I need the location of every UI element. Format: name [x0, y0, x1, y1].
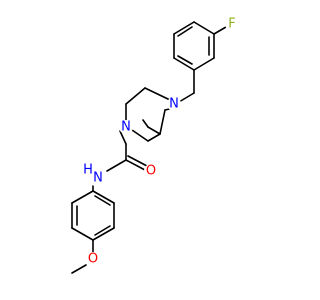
molecule-diagram: F N N H N O O [71, 16, 239, 274]
bond [142, 119, 149, 128]
nitrogen-label: N [121, 120, 131, 135]
bond [193, 57, 215, 71]
bond [92, 190, 115, 204]
bond [71, 227, 94, 241]
bond [106, 159, 127, 172]
nitrogen-label: N [169, 97, 179, 112]
bond [213, 26, 227, 35]
piperazine-n-top: N [167, 97, 181, 112]
bond [178, 92, 195, 103]
bond [193, 21, 215, 35]
bond [173, 57, 195, 71]
carbonyl-oxygen: O [144, 164, 158, 179]
structure-svg: F N N H N O O [71, 16, 239, 274]
bond [173, 21, 195, 35]
oxygen-label: O [88, 252, 98, 267]
methoxy-oxygen: O [86, 252, 100, 267]
bond [131, 129, 149, 142]
bond-double [94, 195, 111, 206]
atom-labels: F N N H N O O [83, 17, 239, 267]
piperazine-n-bottom: N [119, 120, 133, 135]
bond [147, 133, 161, 142]
oxygen-label: O [146, 164, 156, 179]
bond [71, 264, 87, 274]
bond [92, 227, 115, 241]
amide-nh: H N [83, 163, 105, 186]
bond-double [177, 26, 193, 37]
bond [125, 87, 146, 105]
bond [71, 190, 94, 204]
bond [159, 109, 166, 135]
bond [125, 159, 146, 171]
bond-double [94, 225, 111, 236]
bond [147, 126, 161, 135]
fluorine-label: F [228, 17, 235, 32]
fluorine-atom: F [225, 17, 239, 32]
bond-double [127, 155, 148, 167]
bond-double [177, 55, 193, 65]
amide-h-label: H [83, 163, 93, 178]
amide-n-label: N [93, 171, 103, 186]
bond [119, 130, 127, 145]
bonds [71, 21, 227, 274]
bond [144, 87, 171, 101]
